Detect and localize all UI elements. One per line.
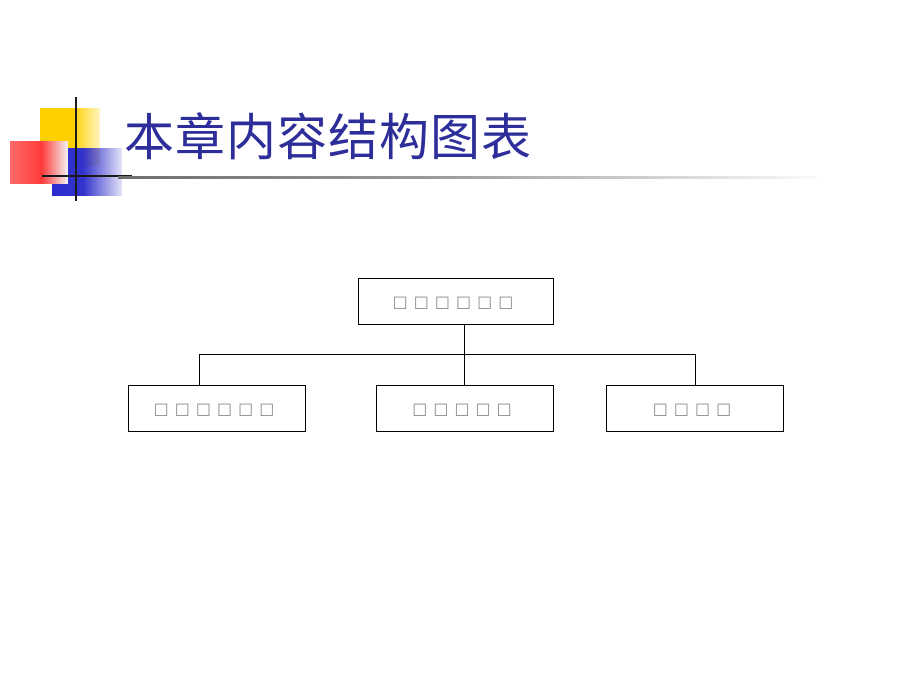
title-underline	[118, 176, 818, 179]
page-title: 本章内容结构图表	[124, 109, 532, 167]
org-node-child-right: □□□□	[606, 385, 784, 432]
org-node-child-middle: □□□□□	[376, 385, 554, 432]
org-node-child-left: □□□□□□	[128, 385, 306, 432]
slide-logo-icon	[0, 0, 132, 210]
org-node-root: □□□□□□	[358, 278, 554, 325]
logo-vertical-line	[75, 97, 77, 201]
connector-child-right	[695, 354, 696, 385]
connector-horizontal-bar	[199, 354, 696, 355]
connector-root-down	[464, 325, 465, 385]
logo-horizontal-line	[42, 175, 132, 177]
connector-child-left	[199, 354, 200, 385]
